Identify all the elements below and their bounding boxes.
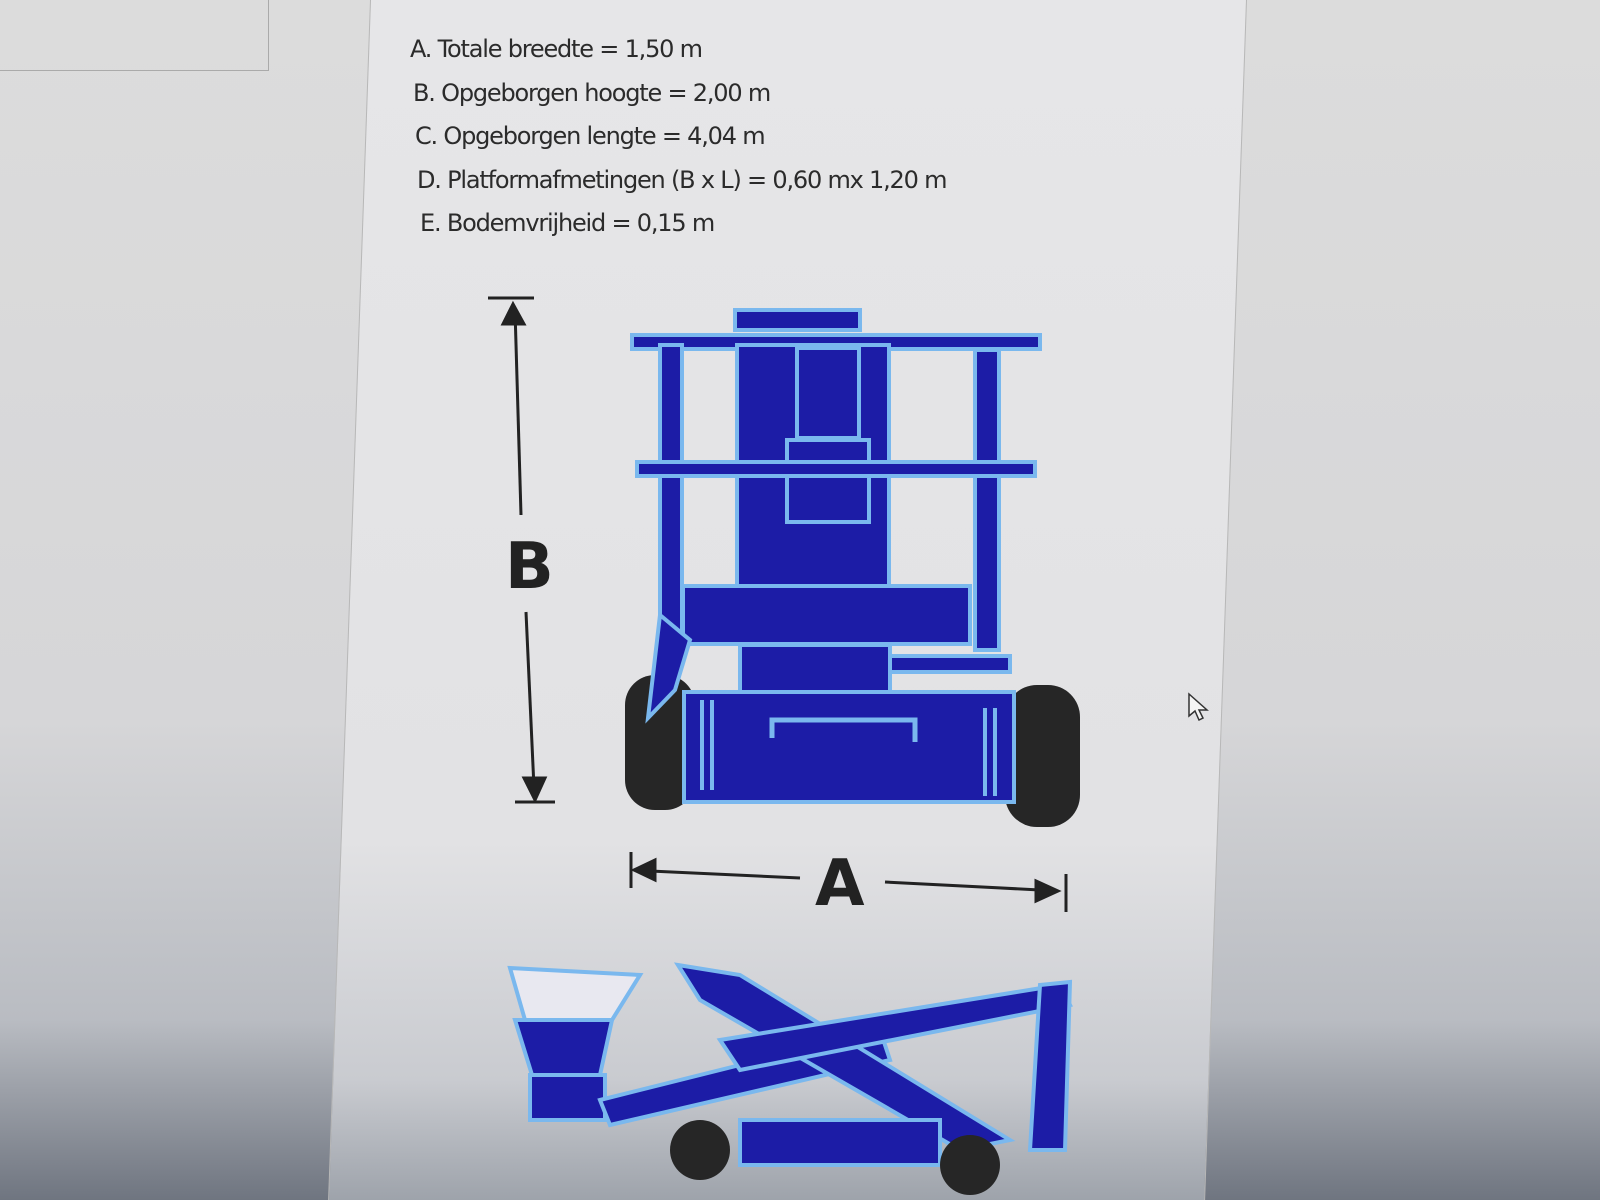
right-wheel — [1005, 685, 1080, 827]
width-label: A — [815, 847, 865, 921]
spec-stowed-length: C. Opgeborgen lengte = 4,04 m — [415, 122, 766, 150]
lift-front-view — [625, 308, 1080, 827]
spec-ground-clearance: E. Bodemvrijheid = 0,15 m — [420, 209, 715, 237]
mouse-cursor-icon — [1188, 692, 1209, 722]
spec-stowed-height: B. Opgeborgen hoogte = 2,00 m — [413, 78, 771, 107]
spec-total-width: A. Totale breedte = 1,50 m — [410, 35, 703, 63]
left-wheel — [625, 675, 695, 810]
width-dimension — [629, 852, 1068, 912]
lift-side-view — [507, 962, 1073, 1195]
height-label: B — [505, 530, 554, 604]
spec-platform-size: D. Platformafmetingen (B x L) = 0,60 mx … — [417, 165, 947, 194]
height-dimension — [488, 296, 555, 804]
spec-list: A. Totale breedte = 1,50 m B. Opgeborgen… — [410, 28, 947, 246]
left-panel-box — [0, 0, 269, 71]
